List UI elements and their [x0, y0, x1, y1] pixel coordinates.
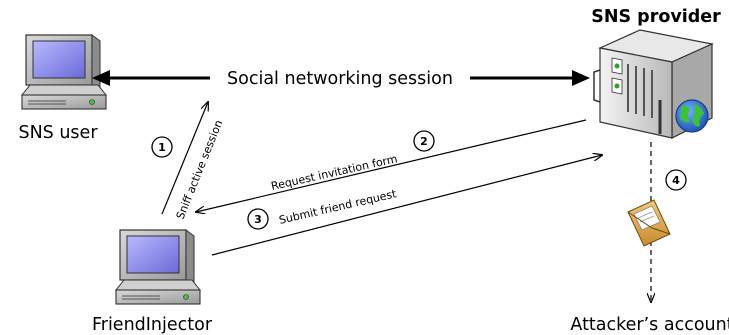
step-3-badge	[247, 208, 269, 230]
step-4-badge	[665, 169, 687, 191]
sniff-label: Sniff active session	[174, 118, 226, 221]
request-form-label: Request invitation form	[270, 152, 399, 193]
social-networking-session-edge: Social networking session	[92, 69, 590, 89]
social-session-label: Social networking session	[227, 69, 453, 89]
submit-request-arrow	[211, 155, 602, 256]
step-3-number: 3	[254, 213, 262, 226]
step-2-number: 2	[420, 135, 428, 148]
step-4-number: 4	[672, 174, 680, 187]
sniff-edge: Sniff active session 1	[151, 102, 226, 221]
sns-provider-label: SNS provider	[591, 7, 721, 27]
submit-request-edge: Submit friend request 3	[211, 155, 602, 256]
attacker-edge: 4 Attacker’s account	[570, 142, 729, 335]
sns-user-computer: SNS user	[18, 34, 107, 143]
submit-request-label: Submit friend request	[278, 187, 399, 227]
sns-provider: SNS provider	[591, 7, 721, 139]
session-arrowhead-left	[92, 70, 110, 86]
desktop-computer-icon	[21, 34, 107, 110]
sniff-arrow	[161, 102, 208, 215]
request-form-arrow	[196, 119, 587, 212]
friend-injector-label: FriendInjector	[92, 315, 213, 335]
step-1-badge	[151, 136, 173, 158]
session-arrowhead-right	[572, 70, 590, 86]
step-1-number: 1	[158, 141, 166, 154]
envelope-icon	[627, 199, 671, 247]
friend-injector-computer: FriendInjector	[92, 229, 213, 335]
attacker-account-label: Attacker’s account	[570, 315, 729, 335]
desktop-computer-icon	[115, 229, 201, 305]
globe-icon	[675, 99, 709, 133]
step-2-badge	[413, 130, 435, 152]
sns-user-label: SNS user	[18, 123, 98, 143]
